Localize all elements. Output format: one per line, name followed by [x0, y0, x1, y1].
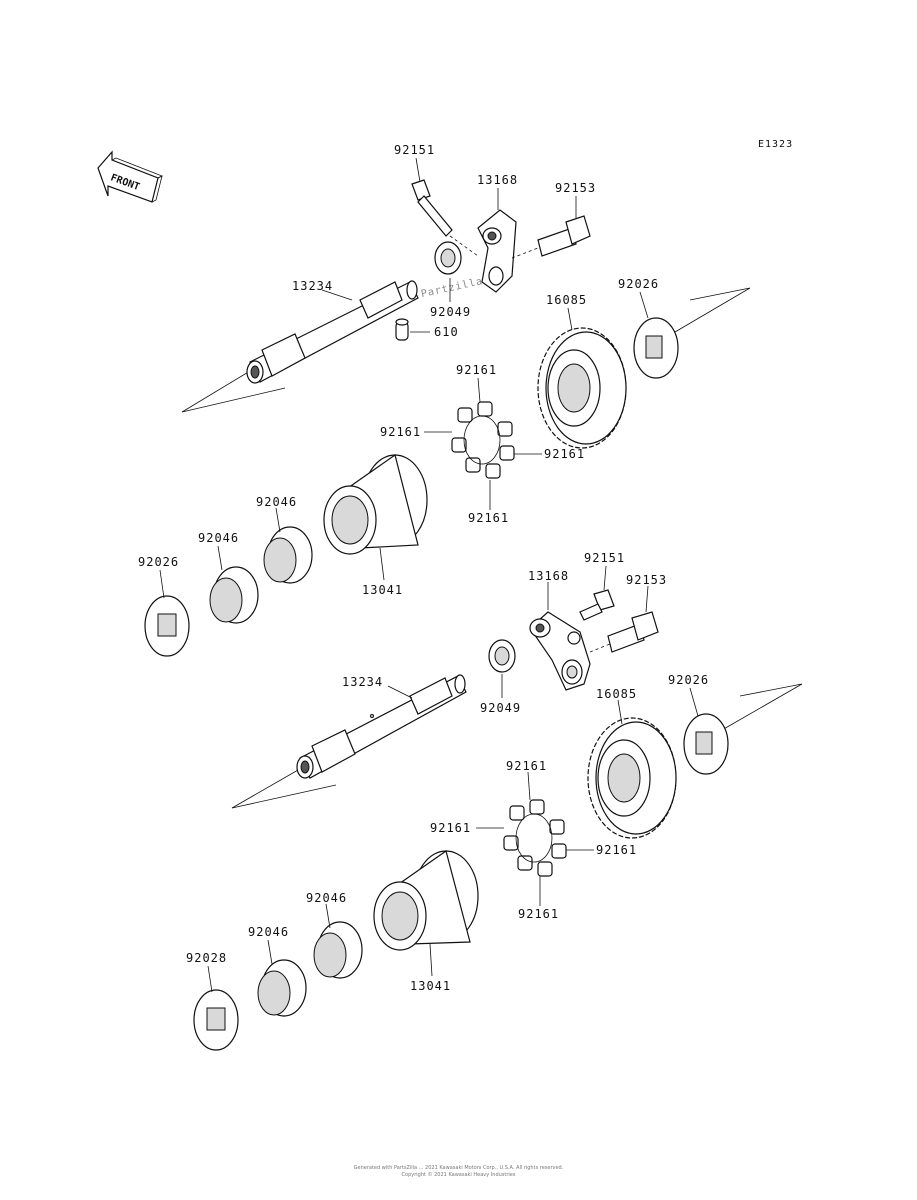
- label-92161-upper-left: 92161: [380, 425, 421, 439]
- damper-set-92161-lower: [503, 799, 567, 877]
- diagram-code: E1323: [758, 139, 793, 150]
- label-92026-upper-left: 92026: [138, 555, 179, 569]
- arm-13168-upper: [477, 209, 517, 293]
- hub-13041-lower: [373, 850, 479, 951]
- bolt-92153-upper: [511, 215, 591, 259]
- seal-92049-lower: [488, 639, 516, 673]
- label-16085-lower: 16085: [596, 687, 637, 701]
- label-92161-upper-top: 92161: [456, 363, 497, 377]
- label-92161-lower-right: 92161: [596, 843, 637, 857]
- label-92026-lower-right: 92026: [668, 673, 709, 687]
- label-92046-lower-a: 92046: [306, 891, 347, 905]
- bearing-92046-lower-a: [313, 921, 363, 979]
- washer-92026-upper-right: [633, 317, 679, 379]
- label-92161-lower-top: 92161: [506, 759, 547, 773]
- label-13168-upper: 13168: [477, 173, 518, 187]
- label-16085-upper: 16085: [546, 293, 587, 307]
- shaft-13234-lower: [296, 674, 467, 779]
- gear-16085-upper: [537, 327, 627, 449]
- washer-92026-upper-left: [144, 595, 190, 657]
- label-13041-upper: 13041: [362, 583, 403, 597]
- seal-92049: [434, 241, 462, 275]
- label-13168-lower: 13168: [528, 569, 569, 583]
- label-92046-lower-b: 92046: [248, 925, 289, 939]
- arm-13168-lower: [529, 611, 591, 691]
- label-13234-upper: 13234: [292, 279, 333, 293]
- hub-13041-upper: [323, 454, 428, 555]
- footer: Generated with PartsZilla ... 2021 Kawas…: [0, 1165, 917, 1179]
- lower-assembly: 13168 92151 92153 13234 92049 16085 9202…: [186, 551, 803, 1051]
- label-92046-upper-b: 92046: [198, 531, 239, 545]
- label-92049-upper: 92049: [430, 305, 471, 319]
- bearing-92046-upper-b: [209, 566, 259, 624]
- label-92026-upper-right: 92026: [618, 277, 659, 291]
- shaft-13234: [246, 280, 419, 384]
- footer-line-2: Copyright © 2021 Kawasaki Heavy Industri…: [401, 1172, 516, 1178]
- label-13041-lower: 13041: [410, 979, 451, 993]
- label-92151-upper: 92151: [394, 143, 435, 157]
- label-92028-lower-left: 92028: [186, 951, 227, 965]
- label-92153-upper: 92153: [555, 181, 596, 195]
- bolt-92151-lower: [579, 589, 615, 621]
- bearing-92046-lower-b: [257, 959, 307, 1017]
- label-92153-lower: 92153: [626, 573, 667, 587]
- washer-92026-lower-right: [683, 713, 729, 775]
- washer-92028-lower-left: [193, 989, 239, 1051]
- damper-set-92161-upper: [451, 401, 515, 479]
- bearing-92046-upper-a: [263, 526, 313, 584]
- front-arrow-icon: FRONT: [97, 150, 163, 203]
- footer-line-1: Generated with PartsZilla ... 2021 Kawas…: [353, 1165, 564, 1171]
- label-92161-lower-bottom: 92161: [518, 907, 559, 921]
- gear-16085-lower: [587, 717, 677, 839]
- label-92161-upper-right: 92161: [544, 447, 585, 461]
- upper-assembly: 92151 13168 92153 13234 92049 610 16085 …: [138, 143, 751, 657]
- label-92151-lower: 92151: [584, 551, 625, 565]
- bolt-92153-lower: [589, 611, 659, 653]
- pin-610: [395, 318, 409, 341]
- label-610: 610: [434, 325, 459, 339]
- label-92049-lower: 92049: [480, 701, 521, 715]
- label-92046-upper-a: 92046: [256, 495, 297, 509]
- label-92161-upper-bottom: 92161: [468, 511, 509, 525]
- label-13234-lower: 13234: [342, 675, 383, 689]
- label-92161-lower-left: 92161: [430, 821, 471, 835]
